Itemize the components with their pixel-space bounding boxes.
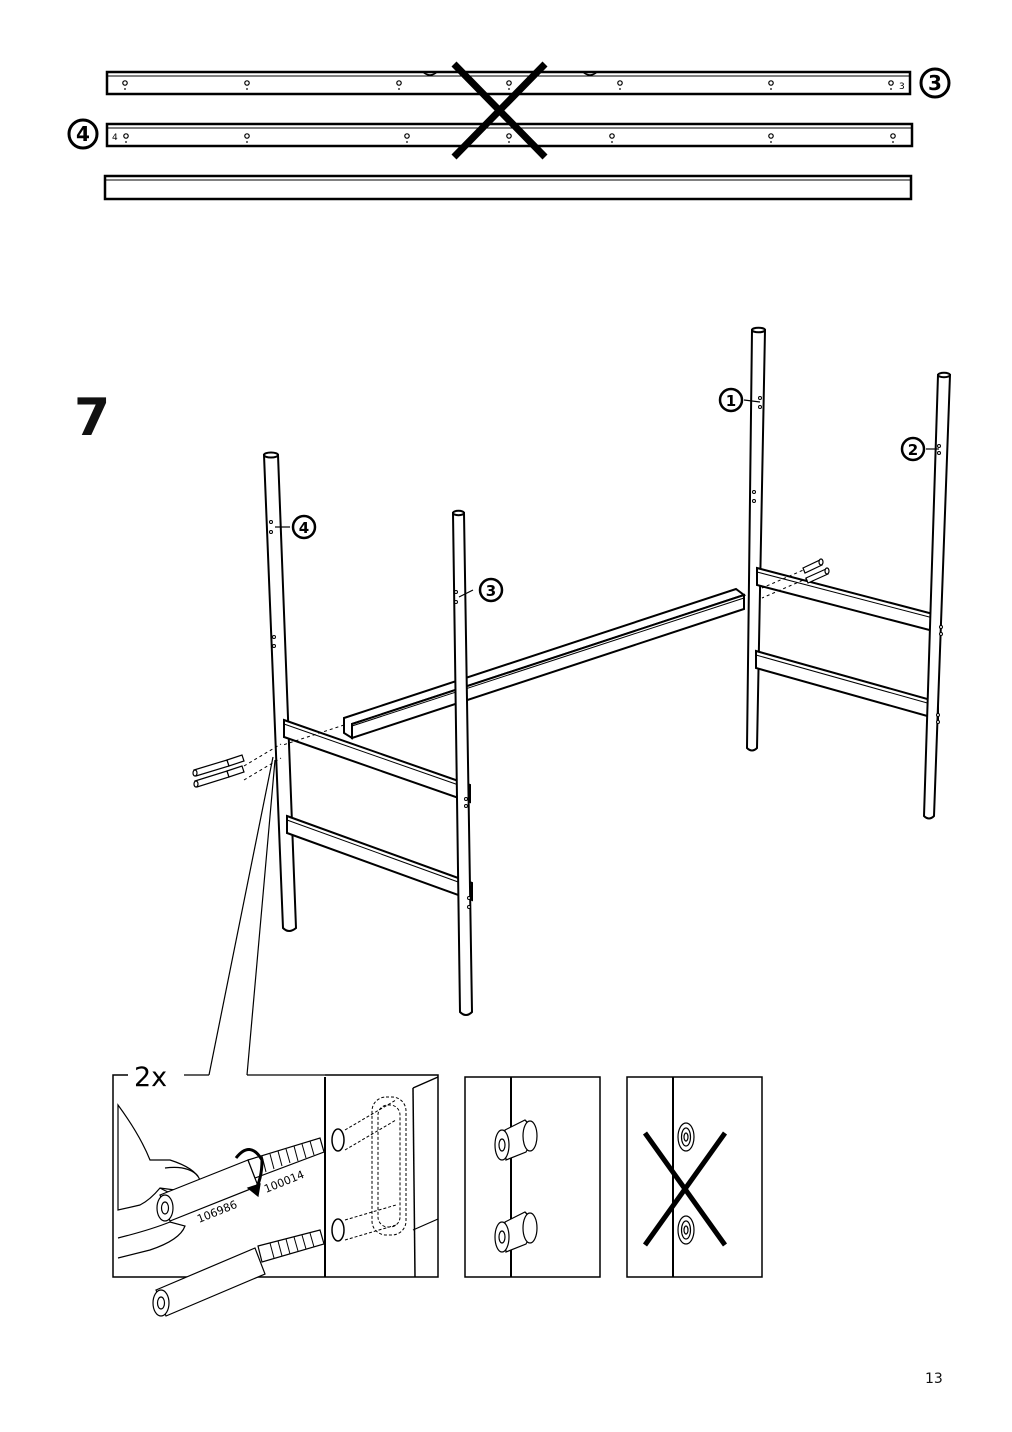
detail-callout-lines: [184, 756, 325, 1076]
frame-assembly: [262, 326, 952, 1016]
post-left-front: [262, 451, 298, 932]
loose-dowels-left: [192, 754, 245, 788]
right-crossbars: [755, 566, 939, 721]
post-holes: [269, 396, 943, 909]
detail-panel-insert: 2x: [112, 1062, 439, 1317]
wrong-cross-icon: [642, 1131, 728, 1247]
hand-illustration: [117, 1103, 201, 1259]
rail-4-stamp: 4: [112, 133, 118, 143]
insertion-guides: [243, 567, 809, 781]
post-right-back: [745, 326, 767, 752]
rail-3-stamp: 3: [899, 82, 905, 92]
step-number: 7: [74, 388, 111, 448]
long-side-rail: [343, 587, 747, 740]
marker-leaders: [275, 399, 939, 598]
svg-text:3: 3: [928, 71, 942, 95]
page-number: 13: [925, 1371, 943, 1387]
post-right-far: [922, 371, 952, 820]
marker-4-top: 4: [67, 118, 99, 150]
marker-3-top: 3: [919, 67, 951, 99]
rail-options: 3 4: [103, 70, 914, 201]
detail-panel-correct: [464, 1076, 601, 1278]
marker-3-post: 3: [478, 577, 504, 603]
svg-text:4: 4: [299, 519, 309, 537]
svg-text:2: 2: [908, 441, 918, 459]
left-crossbars: [283, 718, 473, 902]
detail-panel-incorrect: [626, 1076, 763, 1278]
marker-1-post: 1: [718, 387, 744, 413]
loose-dowels-right: [802, 558, 830, 584]
marker-4-post: 4: [291, 514, 317, 540]
not-this-cross-icon: [451, 61, 548, 160]
rail-4: 4: [105, 122, 914, 148]
svg-text:1: 1: [726, 392, 736, 410]
dowel-lower: [152, 1229, 325, 1317]
quantity-label: 2x: [134, 1062, 167, 1093]
rail-3: 3: [105, 70, 912, 96]
dowel-seated-lower: [494, 1211, 538, 1253]
svg-text:3: 3: [486, 582, 496, 600]
dowel-seated-upper: [494, 1119, 538, 1161]
marker-2-post: 2: [900, 436, 926, 462]
svg-text:4: 4: [76, 122, 90, 146]
post-middle: [451, 509, 474, 1016]
rail-plain: [103, 174, 913, 201]
dowel-upper: [156, 1137, 325, 1222]
